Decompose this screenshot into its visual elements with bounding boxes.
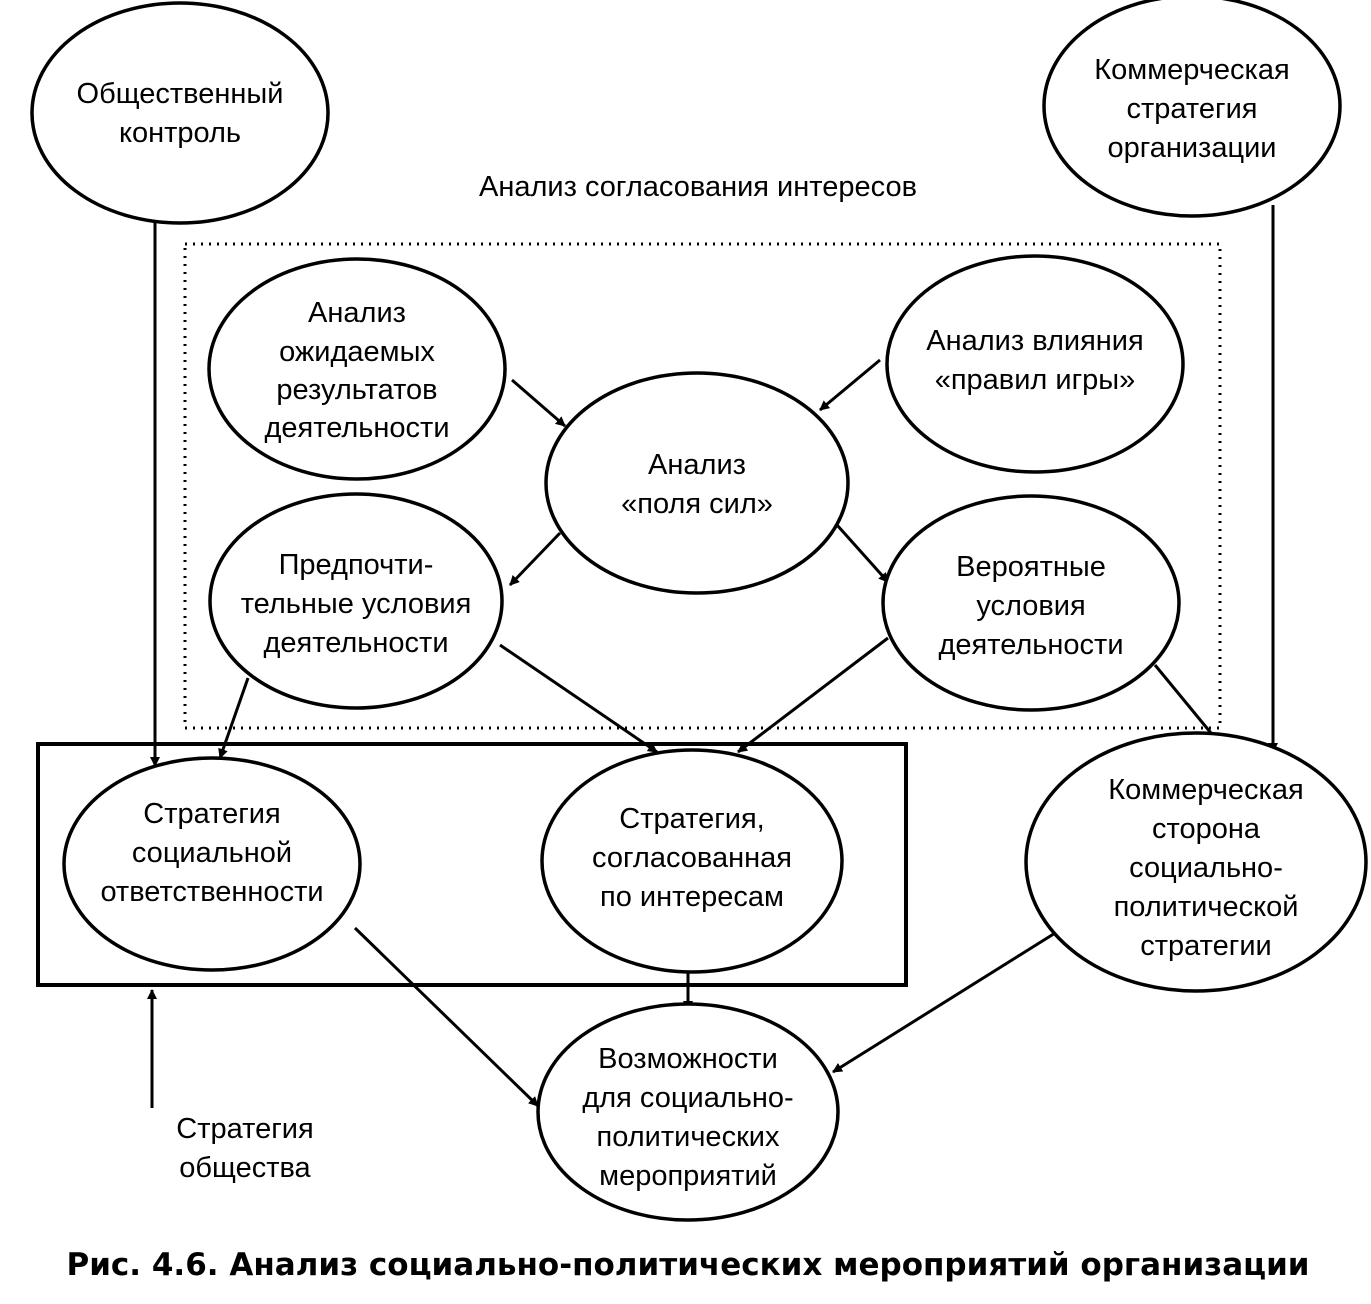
- node-commercial-side: Коммерческая сторона социально- политиче…: [1024, 731, 1368, 993]
- edge-preferred-to-social-responsibility: [218, 677, 250, 759]
- node-public-control: Общественный контроль: [30, 1, 330, 225]
- node-label-line: Предпочти-: [279, 549, 434, 581]
- node-label-line: результатов: [276, 374, 437, 406]
- node-label-line: Стратегия,: [619, 803, 764, 835]
- node-label-line: деятельности: [263, 627, 448, 659]
- node-label-line: условия: [976, 590, 1085, 622]
- node-label-line: политических: [597, 1121, 780, 1153]
- node-label-line: Анализ: [308, 297, 406, 329]
- edge-probable-to-agreed: [737, 636, 889, 754]
- edge-commercial-side-to-opportunities: [832, 928, 1061, 1074]
- node-rules-influence: Анализ влияния «правил игры»: [885, 254, 1185, 474]
- node-label-line: сторона: [1152, 813, 1261, 845]
- node-label-line: социальной: [132, 837, 292, 869]
- edge-probable-to-commercial-side: [1153, 664, 1222, 745]
- edge-force-field-to-probable: [835, 523, 890, 584]
- node-preferred-conditions: Предпочти- тельные условия деятельности: [208, 492, 504, 710]
- node-label-line: социально-: [1129, 852, 1283, 884]
- node-label-line: Вероятные: [956, 551, 1106, 583]
- strategies-frame: [36, 742, 908, 987]
- node-label-line: Анализ влияния: [926, 325, 1143, 357]
- node-label-line: по интересам: [600, 881, 784, 913]
- node-force-field: Анализ «поля сил»: [544, 371, 850, 595]
- node-label-line: общества: [179, 1152, 311, 1184]
- node-label-line: ожидаемых: [279, 336, 435, 368]
- node-label-line: для социально-: [582, 1082, 793, 1114]
- node-society-strategy: Стратегия общества: [176, 1113, 313, 1184]
- node-label-line: организации: [1108, 132, 1277, 164]
- node-label-line: стратегия: [1127, 93, 1258, 125]
- edge-social-responsibility-to-opportunities: [353, 926, 540, 1108]
- node-label-line: тельные условия: [241, 588, 472, 620]
- node-label-line: Общественный: [77, 78, 284, 110]
- group-label: Анализ согласования интересов: [479, 171, 917, 203]
- edge-expected-results-to-force-field: [511, 378, 566, 428]
- edge-rules-influence-to-force-field: [819, 358, 881, 412]
- node-label-line: деятельности: [264, 412, 449, 444]
- node-label-line: «поля сил»: [621, 488, 773, 520]
- node-label-line: согласованная: [592, 842, 792, 874]
- node-agreed-strategy: Стратегия, согласованная по интересам: [540, 748, 844, 974]
- edge-force-field-to-preferred: [508, 531, 562, 587]
- node-label-line: ответственности: [100, 876, 323, 908]
- node-label-line: Стратегия: [176, 1113, 313, 1145]
- node-label-line: стратегии: [1140, 930, 1271, 962]
- node-label-line: деятельности: [938, 629, 1123, 661]
- node-label-line: политической: [1114, 891, 1299, 923]
- node-label-line: Коммерческая: [1094, 54, 1289, 86]
- edge-preferred-to-agreed: [499, 643, 658, 754]
- node-commercial-strategy: Коммерческая стратегия организации: [1042, 0, 1342, 218]
- node-label-line: «правил игры»: [935, 364, 1136, 396]
- node-social-responsibility: Стратегия социальной ответственности: [62, 756, 362, 972]
- node-label-line: Возможности: [598, 1043, 778, 1075]
- figure-caption: Рис. 4.6. Анализ социально-политических …: [66, 1247, 1309, 1283]
- node-label-line: Коммерческая: [1108, 774, 1303, 806]
- node-label-line: Анализ: [648, 449, 746, 481]
- edges: [147, 205, 1278, 1108]
- node-label-line: контроль: [119, 117, 241, 149]
- node-label-line: Стратегия: [143, 798, 280, 830]
- node-expected-results: Анализ ожидаемых результатов деятельност…: [207, 257, 507, 481]
- node-label-line: мероприятий: [599, 1160, 777, 1192]
- node-opportunities: Возможности для социально- политических …: [536, 1002, 840, 1222]
- node-probable-conditions: Вероятные условия деятельности: [881, 494, 1181, 712]
